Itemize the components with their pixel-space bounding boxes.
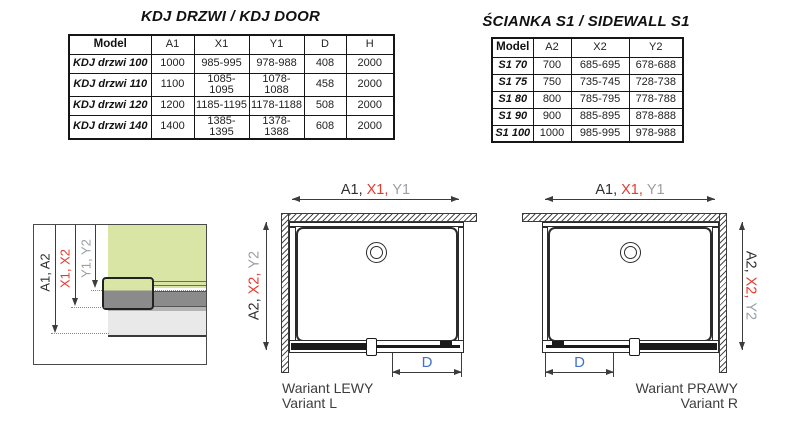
arrowhead-up-icon (739, 222, 745, 230)
arrowhead-left-icon (545, 196, 553, 202)
arrowhead-down-icon (263, 342, 269, 350)
frame-right-profile (458, 227, 464, 342)
variant-caption: Wariant PRAWY Variant R (558, 381, 738, 411)
arrowhead-down-icon (72, 298, 78, 306)
roller-bracket (366, 338, 377, 356)
roller-bracket (629, 338, 640, 356)
arrowhead-left-icon (392, 369, 400, 375)
caption-line-pl: Wariant PRAWY (635, 380, 738, 396)
variant-left-diagram: A1,X1,Y1 D A2,X2,Y2 Wariant LEWY (240, 180, 486, 421)
door-header-row: Model A1 X1 Y1 D H (68, 34, 395, 55)
sidewall-header-row: Model A2 X2 Y2 (491, 37, 684, 58)
arrowhead-down-icon (52, 325, 58, 333)
column-header: A2 (532, 37, 572, 58)
arrowhead-up-icon (263, 222, 269, 230)
arrowhead-left-icon (545, 369, 553, 375)
extension-line (461, 353, 462, 377)
arrowhead-down-icon (739, 342, 745, 350)
dimension-label-top: A1,X1,Y1 (595, 182, 665, 198)
profile-cross-section-diagram: A1, A2 X1, X2 Y1, Y2 (33, 224, 207, 365)
table-row: S1 80 800 785-795 778-788 (491, 90, 684, 109)
wall-top (522, 213, 727, 222)
sliding-panel (291, 343, 368, 350)
column-header: Y2 (628, 37, 684, 58)
caption-line-en: Variant R (680, 395, 738, 411)
door-table-title: KDJ DRZWI / KDJ DOOR (140, 8, 320, 25)
frame-top-profile (289, 222, 464, 227)
dimension-label-x: X1, X2 (57, 248, 73, 289)
frame-left-profile (289, 227, 296, 342)
column-header: D (303, 34, 347, 55)
glass-edge-line (152, 281, 206, 282)
arrowhead-right-icon (606, 369, 614, 375)
table-row: KDJ drzwi 110 1100 1085-1095 1078-1088 4… (68, 72, 395, 97)
column-header: X1 (193, 34, 250, 55)
wall-left (281, 213, 289, 373)
dimension-label-d: D (421, 354, 433, 371)
drain-inner-ring (370, 246, 383, 259)
extension-line (613, 353, 614, 377)
dimension-label-top: A1,X1,Y1 (340, 182, 411, 198)
profile-mid-band (108, 307, 206, 311)
dimension-label-a: A1, A2 (37, 253, 53, 292)
column-header: Y1 (248, 34, 305, 55)
variant-right-diagram: A1,X1,Y1 D A2,X2,Y2 Wariant PRAWY (510, 180, 760, 421)
dimension-label-side: A2,X2,Y2 (742, 250, 759, 321)
table-row: KDJ drzwi 100 1000 985-995 978-988 408 2… (68, 53, 395, 74)
arrowhead-left-icon (292, 196, 300, 202)
dimension-label-d: D (574, 354, 585, 371)
rail-fitting (552, 341, 564, 345)
fixed-panel-line (368, 345, 460, 348)
table-row: S1 75 750 735-745 728-738 (491, 73, 684, 92)
sidewall-table: Model A2 X2 Y2 S1 70 700 685-695 678-688… (491, 37, 684, 143)
table-row: S1 90 900 885-895 878-888 (491, 107, 684, 126)
arrowhead-right-icon (707, 196, 715, 202)
arrowhead-down-icon (92, 280, 98, 288)
table-row: S1 100 1000 985-995 978-988 (491, 124, 684, 143)
reference-line-a (51, 333, 109, 334)
frame-right-profile (712, 227, 719, 342)
wall-profile-section (102, 277, 154, 310)
dimension-arrow-y (95, 225, 96, 283)
table-row: KDJ drzwi 120 1200 1185-1195 1178-1188 5… (68, 95, 395, 116)
arrowhead-right-icon (451, 196, 459, 202)
column-header: Model (491, 37, 534, 58)
dimension-label-y: Y1, Y2 (78, 239, 94, 278)
frame-top-profile (542, 222, 719, 227)
table-row: S1 70 700 685-695 678-688 (491, 56, 684, 75)
dimension-line-side (742, 222, 743, 350)
glass-edge-line (152, 285, 206, 286)
table-row: KDJ drzwi 140 1400 1385-1395 1378-1388 6… (68, 114, 395, 139)
drain-inner-ring (624, 246, 637, 259)
dimension-arrow-x (75, 225, 76, 301)
rail-fitting (440, 341, 452, 345)
column-header: X2 (570, 37, 630, 58)
reference-line-x (71, 307, 109, 308)
profile-light-band (108, 311, 206, 337)
sidewall-table-title: ŚCIANKA S1 / SIDEWALL S1 (482, 13, 690, 30)
sliding-panel (638, 343, 717, 350)
dimension-line-side (266, 222, 267, 350)
door-table: Model A1 X1 Y1 D H KDJ drzwi 100 1000 98… (68, 34, 395, 140)
wall-right (719, 213, 727, 373)
extension-line (392, 353, 393, 377)
column-header: Model (68, 34, 152, 55)
arrowhead-right-icon (454, 369, 462, 375)
dimension-line-top (545, 199, 715, 200)
variant-caption: Wariant LEWY Variant L (282, 381, 373, 411)
wall-top (283, 213, 477, 222)
dimension-line-d (392, 372, 462, 373)
dimension-line-d (545, 372, 614, 373)
fixed-panel-line (546, 345, 638, 348)
caption-line-en: Variant L (282, 395, 337, 411)
extension-line (545, 353, 546, 377)
dimension-arrow-a (55, 225, 56, 328)
dimension-label-side: A2,X2,Y2 (246, 250, 263, 321)
column-header: H (345, 34, 395, 55)
column-header: A1 (150, 34, 195, 55)
caption-line-pl: Wariant LEWY (282, 380, 374, 396)
dimension-line-top (292, 199, 459, 200)
